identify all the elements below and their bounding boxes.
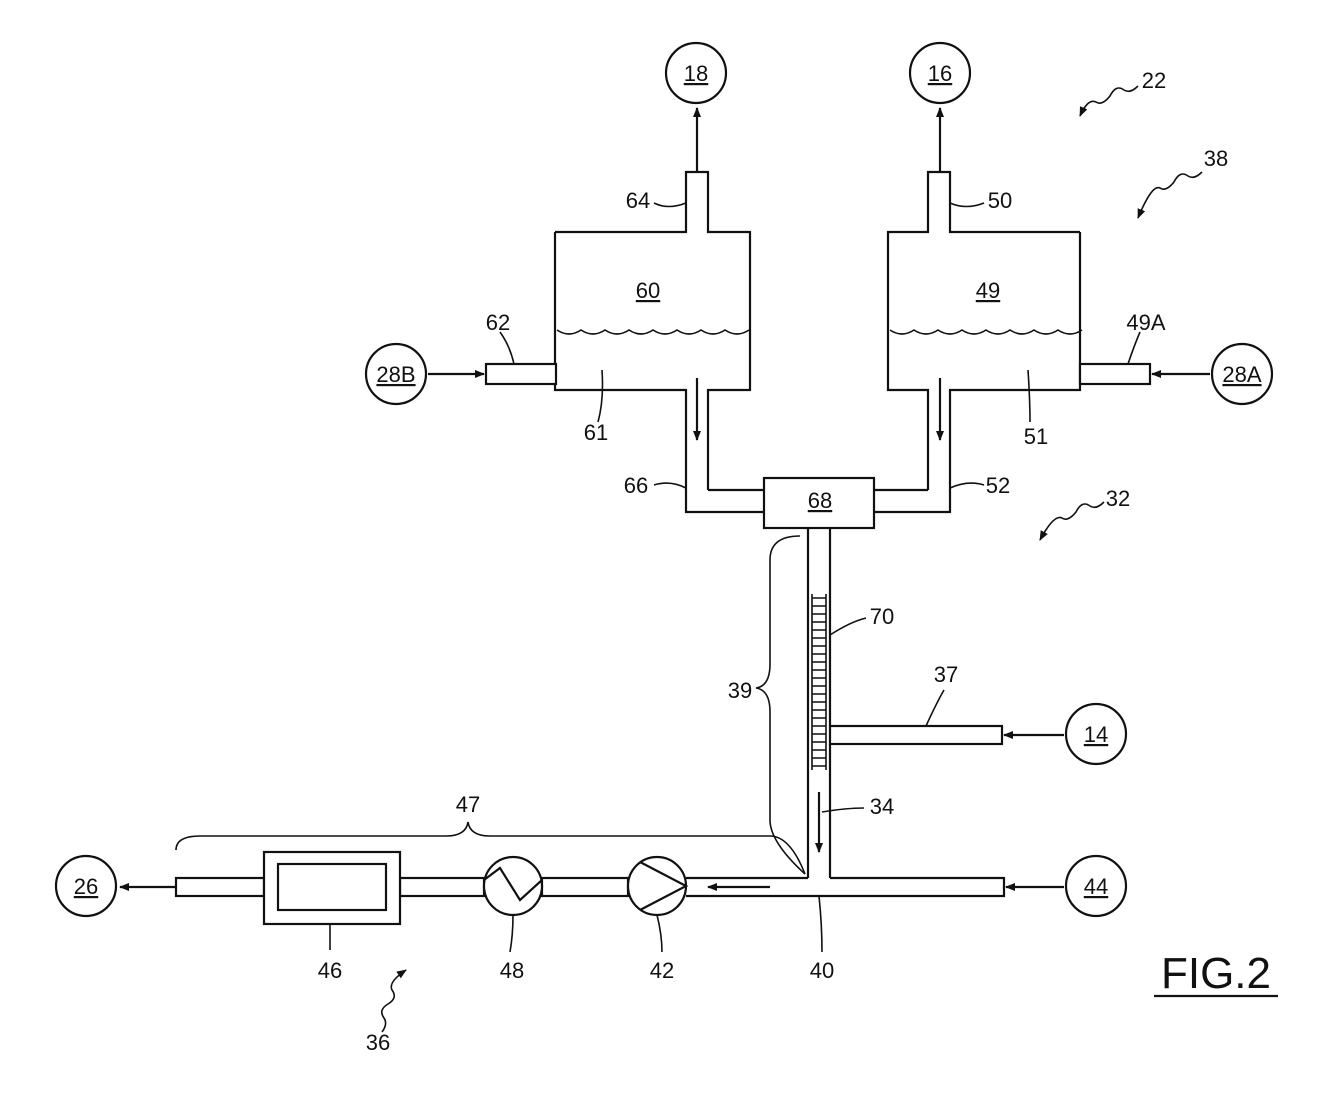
ref-38: 38	[1204, 146, 1228, 171]
terminal-28a: 28A	[1152, 344, 1272, 404]
terminal-44: 44	[1006, 856, 1126, 916]
ref-42: 42	[650, 958, 674, 983]
svg-text:26: 26	[74, 874, 98, 899]
svg-text:28B: 28B	[376, 362, 415, 387]
leader-48	[510, 915, 513, 952]
ref-40: 40	[810, 958, 834, 983]
leader-52	[950, 483, 984, 488]
ref-49a: 49A	[1126, 310, 1165, 335]
tank-49-label: 49	[976, 278, 1000, 303]
side-pipe-37	[830, 726, 1002, 744]
leader-34	[822, 808, 864, 812]
svg-text:16: 16	[928, 61, 952, 86]
ref-arrow-38	[1138, 172, 1202, 218]
ref-61: 61	[584, 420, 608, 445]
leader-62	[500, 332, 514, 364]
leader-66	[654, 483, 686, 488]
leader-42	[657, 915, 662, 952]
right-liquid-surface	[890, 330, 1082, 334]
leader-40	[819, 896, 822, 952]
leader-61	[598, 370, 603, 422]
leader-51	[1028, 370, 1030, 422]
ref-22: 22	[1142, 68, 1166, 93]
terminal-18: 18	[666, 43, 726, 172]
ref-37: 37	[934, 662, 958, 687]
ref-48: 48	[500, 958, 524, 983]
leader-64	[654, 203, 686, 207]
svg-text:18: 18	[684, 61, 708, 86]
figure-title: FIG.2	[1161, 949, 1271, 998]
leader-49a	[1128, 332, 1140, 364]
pump-42	[628, 857, 686, 915]
filter-46-inner	[278, 864, 386, 910]
right-manifold-pipe	[874, 490, 950, 512]
ref-51: 51	[1024, 424, 1048, 449]
svg-text:14: 14	[1084, 722, 1108, 747]
svg-text:28A: 28A	[1222, 362, 1261, 387]
leader-50	[950, 203, 984, 207]
right-tank: 49	[888, 172, 1150, 490]
terminal-14: 14	[1004, 704, 1126, 764]
leader-70	[830, 618, 866, 635]
ref-52: 52	[986, 473, 1010, 498]
terminal-16: 16	[910, 43, 970, 172]
leader-37	[926, 690, 944, 726]
svg-text:44: 44	[1084, 874, 1108, 899]
ref-64: 64	[626, 188, 650, 213]
left-liquid-surface	[557, 330, 749, 334]
ref-70: 70	[870, 604, 894, 629]
ref-32: 32	[1106, 486, 1130, 511]
ref-arrow-32	[1040, 502, 1104, 540]
ref-50: 50	[988, 188, 1012, 213]
ref-arrow-22	[1080, 86, 1138, 116]
terminal-28b: 28B	[366, 344, 484, 404]
ref-46: 46	[318, 958, 342, 983]
terminal-26: 26	[56, 856, 176, 916]
heat-exchanger-48	[484, 857, 542, 915]
left-manifold-pipe	[686, 490, 764, 512]
mixer-68-label: 68	[808, 488, 832, 513]
tank-60-label: 60	[636, 278, 660, 303]
left-inlet-pipe	[486, 364, 556, 384]
ref-36: 36	[366, 1030, 390, 1055]
static-mixer-70	[812, 594, 826, 770]
ref-34: 34	[870, 794, 894, 819]
ref-arrow-36	[382, 970, 406, 1032]
ref-66: 66	[624, 473, 648, 498]
ref-39: 39	[728, 678, 752, 703]
brace-39	[756, 536, 805, 874]
right-inlet-pipe	[1080, 364, 1150, 384]
left-tank: 60	[486, 172, 750, 490]
ref-62: 62	[486, 310, 510, 335]
ref-47: 47	[456, 792, 480, 817]
